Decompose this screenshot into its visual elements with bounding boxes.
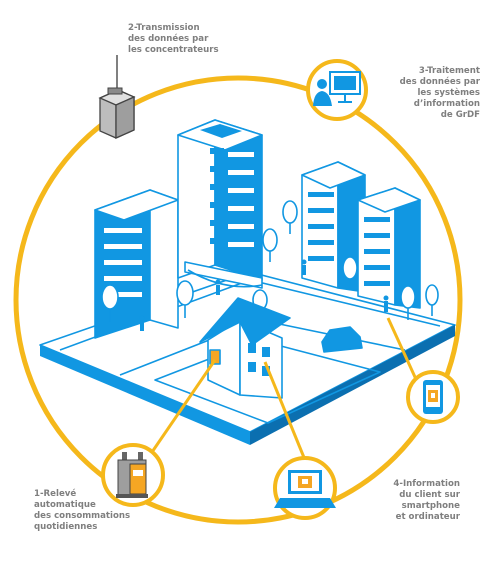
step-2-line: les concentrateurs <box>128 45 219 55</box>
city-illustration <box>39 119 456 445</box>
step-4-line: et ordinateur <box>395 512 460 522</box>
building-left-side <box>149 189 179 329</box>
step-3-line: les systèmes <box>417 88 480 98</box>
house-roof <box>199 297 291 346</box>
laptop-icon <box>274 470 336 508</box>
car-icon <box>321 326 363 353</box>
cycle-ring <box>13 75 463 525</box>
step-4-label: 4-Information du client sur smartphone e… <box>393 479 460 523</box>
step-1-line: 1-Relevé <box>34 489 77 499</box>
step-2-line: 2-Transmission <box>128 23 200 33</box>
step-1-label: 1-Relevé automatique des consommations q… <box>34 489 130 533</box>
step-4-line: smartphone <box>401 501 460 511</box>
step-3-line: de GrDF <box>440 110 480 120</box>
step-3-label: 3-Traitement des données par les système… <box>400 66 480 121</box>
ground-edge <box>40 345 250 445</box>
tower-base-curve <box>187 269 263 288</box>
connector-phone <box>386 317 422 389</box>
operator-computer-icon <box>313 71 361 106</box>
step-2-node <box>98 55 136 140</box>
step-3-line: des données par <box>399 77 480 87</box>
people-group <box>139 259 389 331</box>
tree-group <box>101 200 439 322</box>
step-4-line: du client sur <box>399 490 460 500</box>
step-3-line: 3-Traitement <box>418 66 480 76</box>
connector-meter <box>148 359 217 456</box>
step-2-label: 2-Transmission des données par les conce… <box>128 23 219 56</box>
step-2-line: des données par <box>128 34 209 44</box>
step-3-line: d’information <box>413 99 480 109</box>
step-1-node <box>101 443 165 507</box>
building-right2-roof <box>357 187 421 213</box>
step-4-node <box>273 456 337 520</box>
connector-laptop <box>263 361 307 461</box>
step-1-line: quotidiennes <box>34 522 98 532</box>
smartphone-node <box>406 370 460 424</box>
step-4-line: 4-Information <box>393 479 460 489</box>
gas-meter-icon <box>116 452 148 498</box>
step-1-line: automatique <box>34 500 96 510</box>
step-3-node <box>306 59 368 121</box>
tower-base <box>184 261 263 289</box>
house-meter-box <box>209 349 221 365</box>
building-right1-roof <box>301 161 366 189</box>
smartphone-icon <box>423 380 443 414</box>
tower-roof-inner <box>200 124 242 138</box>
step-1-line: des consommations <box>34 511 131 521</box>
